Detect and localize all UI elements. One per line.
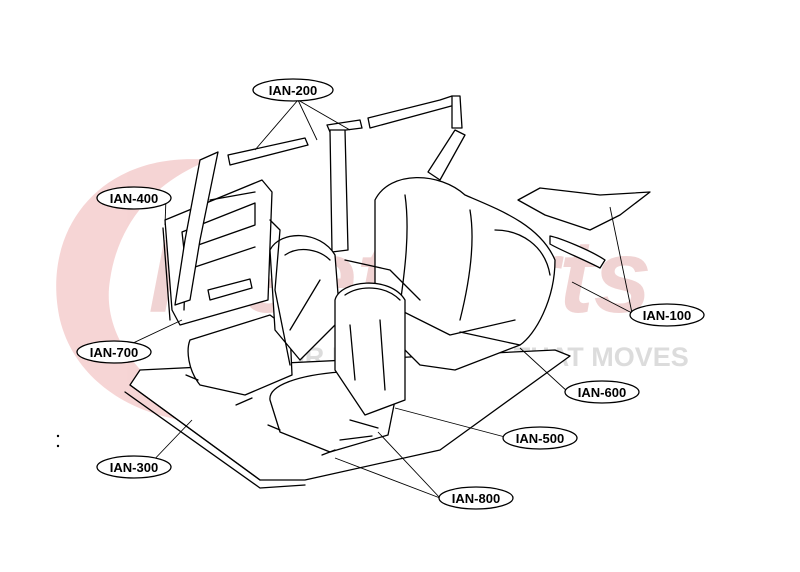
callout-label: IAN-100 — [643, 308, 691, 323]
stray-dot — [56, 444, 60, 448]
callout-ian-400[interactable]: IAN-400 — [96, 186, 172, 210]
callout-label: IAN-400 — [110, 191, 158, 206]
callout-label: IAN-600 — [578, 385, 626, 400]
roof-rail-trims — [227, 95, 463, 166]
callout-ian-300[interactable]: IAN-300 — [96, 455, 172, 479]
callout-ian-700[interactable]: IAN-700 — [76, 340, 152, 364]
callout-ian-500[interactable]: IAN-500 — [502, 426, 578, 450]
callout-ian-100[interactable]: IAN-100 — [629, 303, 705, 327]
front-pillar-trim — [174, 151, 219, 306]
front-driver-seat — [185, 234, 341, 406]
callout-label: IAN-500 — [516, 431, 564, 446]
callout-label: IAN-200 — [269, 83, 317, 98]
center-pillar-trim — [329, 129, 349, 253]
rear-pillar-trim — [427, 129, 466, 181]
front-passenger-seat — [267, 282, 406, 456]
callout-label: IAN-700 — [90, 345, 138, 360]
callout-ian-600[interactable]: IAN-600 — [564, 380, 640, 404]
callout-ian-200[interactable]: IAN-200 — [252, 78, 334, 102]
stray-dot — [56, 434, 60, 438]
callout-ian-800[interactable]: IAN-800 — [438, 486, 514, 510]
package-tray — [517, 187, 651, 269]
callout-label: IAN-300 — [110, 460, 158, 475]
callout-label: IAN-800 — [452, 491, 500, 506]
seat-belts — [269, 219, 421, 441]
